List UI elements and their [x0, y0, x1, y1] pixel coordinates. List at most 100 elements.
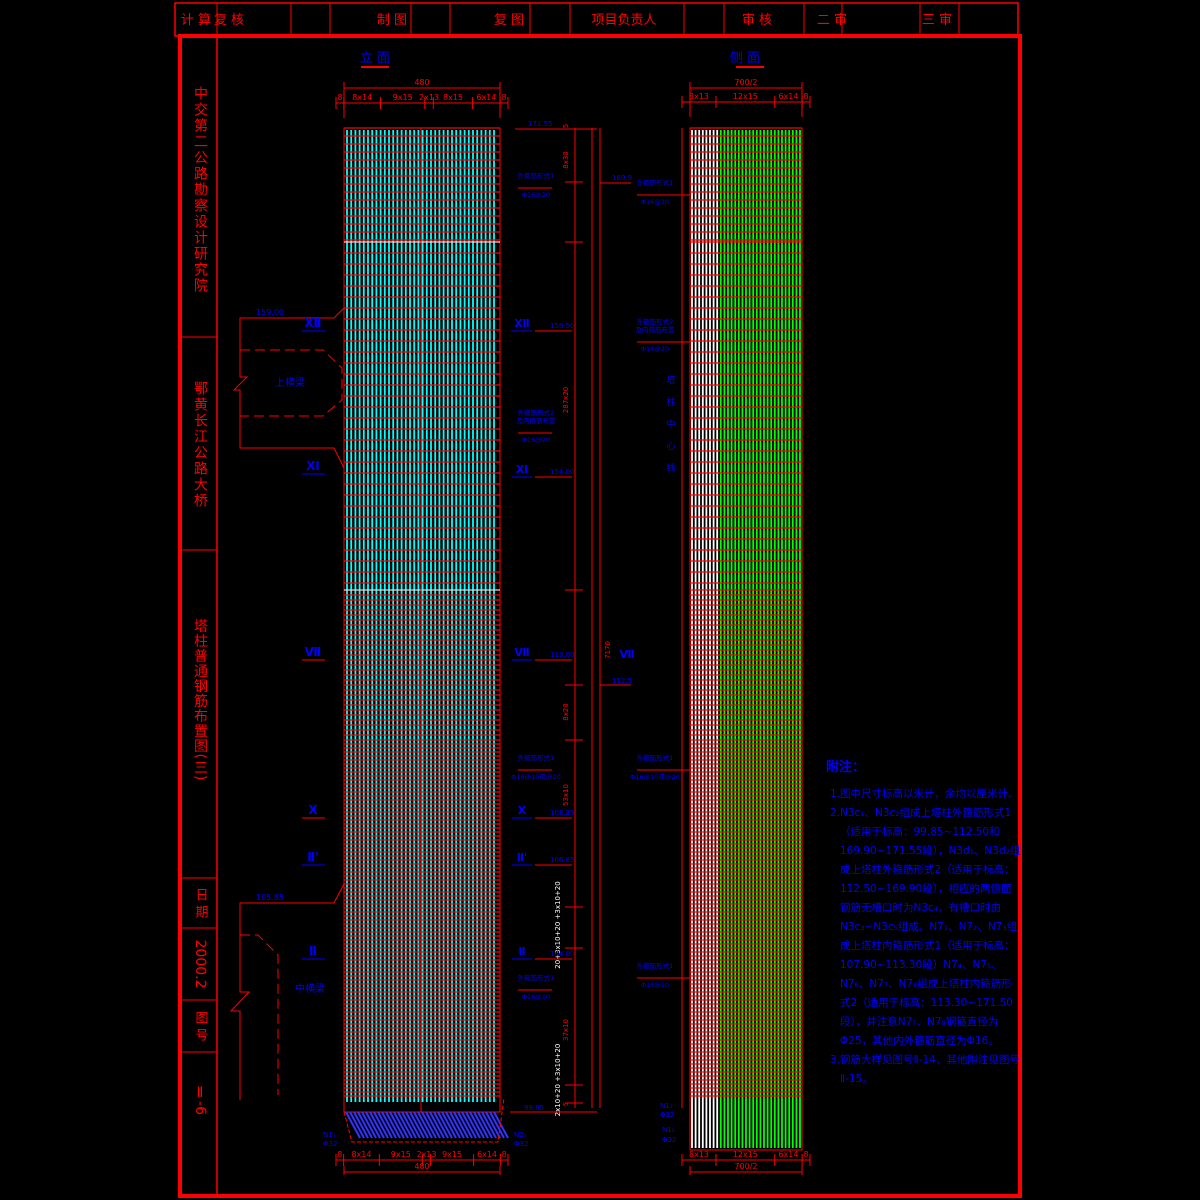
vertical-dim-label: 53x10	[562, 784, 570, 806]
anchorage-bar	[397, 1111, 413, 1139]
dim-segment-label: 12x15	[733, 92, 758, 101]
stirrup-note-text: 外箍筋形式1	[518, 753, 555, 762]
dim-segment-label: 9x15	[391, 1150, 411, 1159]
dim-total-label: 480	[414, 1162, 429, 1171]
stirrup-note-text: 外箍筋形式1	[518, 171, 555, 180]
anchorage-bar	[405, 1111, 421, 1139]
upper-beam-elev: 159.00	[256, 308, 284, 317]
bar-label: N1₁	[323, 1131, 336, 1139]
side-title-block: 中交第二公路勘察设计研究院 鄂黄长江公路大桥 塔柱普通钢筋布置图(三) 日 期 …	[180, 36, 218, 1196]
bar-dia: Φ32	[662, 1136, 676, 1144]
dim-segment-label: 8x15	[443, 93, 463, 102]
vertical-dim-label: 8x30	[562, 151, 570, 169]
anchorage-bar	[465, 1111, 481, 1139]
elevation-label: 171.55	[528, 120, 553, 128]
anchorage-bar	[357, 1111, 373, 1139]
anchorage-bar	[349, 1111, 365, 1139]
title-block-top: 计 算复 核制 图复 图项目负责人审 核二 审三 审	[174, 2, 1019, 37]
anchorage-bar	[413, 1111, 429, 1139]
centerline-char: 塔	[666, 374, 675, 386]
bar-label: N1₁	[660, 1102, 673, 1110]
anchorage-bar	[461, 1111, 477, 1139]
dim-segment-label: 8x13	[689, 1150, 709, 1159]
note-item: 1.图中尺寸标高以米计，余均以厘米计。	[830, 788, 1019, 800]
title-cell-label: 三 审	[922, 13, 952, 28]
section-marker: Ⅺ	[516, 463, 528, 476]
anchorage-bar	[449, 1111, 465, 1139]
section-marker: Ⅶ	[619, 648, 634, 661]
anchorage-bar	[489, 1111, 505, 1139]
elevation-label: 108.25	[550, 809, 575, 817]
dim-segment-label: 9x15	[442, 1150, 462, 1159]
anchorage-bar	[377, 1111, 393, 1139]
anchorage-bar	[437, 1111, 453, 1139]
centerline-char: 中	[666, 418, 675, 430]
section-marker: Ⅱ'	[307, 850, 319, 864]
anchorage-bar	[485, 1111, 501, 1139]
anchorage-bar	[493, 1111, 509, 1139]
title-cell-label: 复 图	[494, 13, 524, 28]
section-marker: Ⅶ	[514, 646, 529, 659]
anchorage-bar	[373, 1111, 389, 1139]
elevation-label: 112.5	[612, 677, 632, 685]
base-outline	[343, 1097, 505, 1143]
anchorage-bar	[433, 1111, 449, 1139]
anchorage-bar	[353, 1111, 369, 1139]
dim-segment-label: 12x15	[733, 1150, 758, 1159]
bar-dia: Φ32	[514, 1140, 528, 1148]
anchorage-bar	[401, 1111, 417, 1139]
note-item: 3.钢筋大样见图号Ⅱ-14，其他附注见图号Ⅱ-15。	[830, 1054, 1020, 1085]
vertical-dim-label: 20+3x10+20 +3x10+20	[554, 881, 562, 968]
anchorage-bar	[409, 1111, 425, 1139]
middle-beam-label: 中横梁	[295, 982, 325, 995]
dim-total-label: 480	[414, 78, 429, 87]
anchorage-bar	[473, 1111, 489, 1139]
anchorage-bar	[389, 1111, 405, 1139]
anchorage-bar	[477, 1111, 493, 1139]
stirrup-note-text: 外箍筋形式1	[637, 178, 674, 187]
project-name: 鄂黄长江公路大桥	[192, 381, 208, 509]
note-item: 2.N3c₁、N3c₂组成上塔柱外箍筋形式1（适用于标高：99.85~112.5…	[830, 807, 1021, 1047]
middle-beam-elev: 105.85	[256, 893, 284, 902]
section-marker: Ⅱ'	[517, 851, 528, 864]
section-marker: Ⅺ	[306, 459, 319, 473]
vertical-dim-label: 8x20	[562, 703, 570, 721]
stirrup-note-text: Φ16@10	[641, 981, 669, 989]
vertical-dim-label: 5	[562, 124, 570, 128]
dim-segment-label: 2x13	[419, 93, 439, 102]
centerline-char: 柱	[666, 396, 675, 408]
elevation-label: 104.00	[550, 950, 575, 958]
anchorage-bar	[361, 1111, 377, 1139]
dim-segment-label: 8	[804, 1150, 809, 1159]
anchorage-bar	[441, 1111, 457, 1139]
title-cell-label: 项目负责人	[591, 13, 656, 28]
stirrup-note-text: Φ16@20	[522, 436, 550, 444]
anchorage-bar	[453, 1111, 469, 1139]
elevation-label: 106.85	[550, 856, 575, 864]
dim-segment-label: 6x14	[778, 1150, 798, 1159]
elevation-label: 158.50	[550, 322, 575, 330]
anchorage-bar	[345, 1111, 361, 1139]
elevation-label: 154.00	[550, 468, 575, 476]
dim-segment-label: 8x14	[351, 1150, 371, 1159]
bar-dia: Φ32	[323, 1140, 337, 1148]
drawing-no-label: 图 号	[193, 1011, 209, 1042]
anchorage-bar	[429, 1111, 445, 1139]
stirrup-note-text: 外箍筋形式2	[518, 408, 555, 417]
elevation-label: 169.9	[612, 174, 632, 182]
title-cell-label: 制 图	[377, 13, 407, 28]
drawing-title: 塔柱普通钢筋布置图(三)	[192, 619, 208, 782]
stirrup-note-text: 外箍筋形式1	[637, 961, 674, 970]
notes-title: 附注：	[826, 760, 866, 775]
front-view-title: 立 面	[360, 51, 390, 66]
